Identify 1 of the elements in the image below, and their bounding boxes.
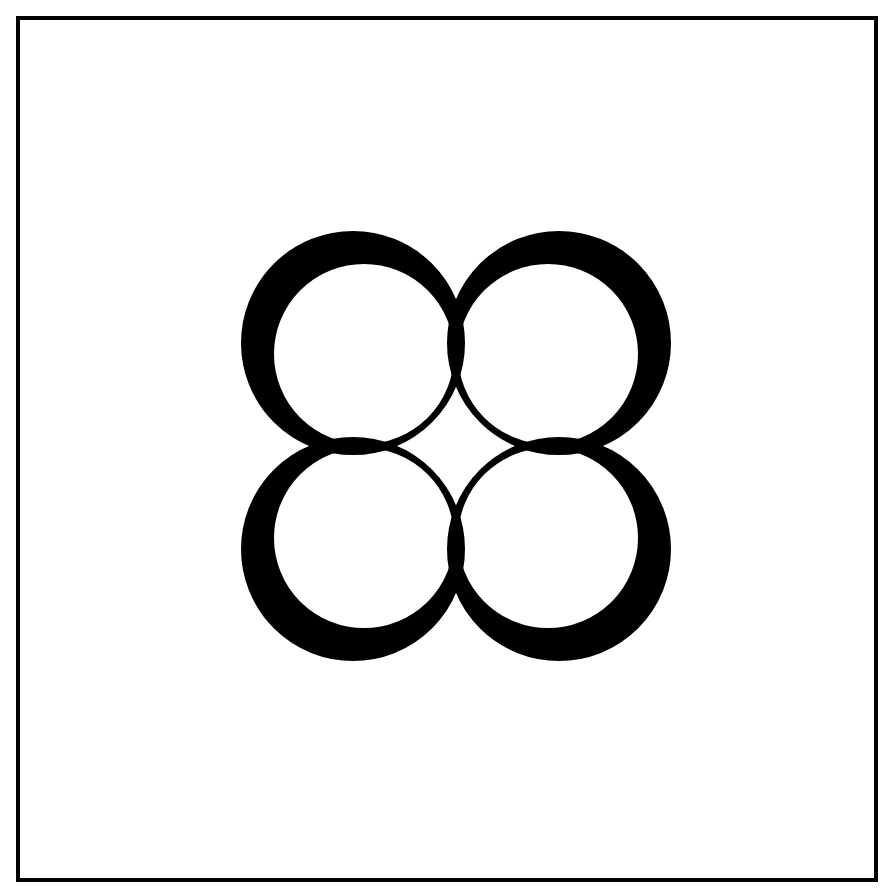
frame-box (16, 16, 878, 882)
